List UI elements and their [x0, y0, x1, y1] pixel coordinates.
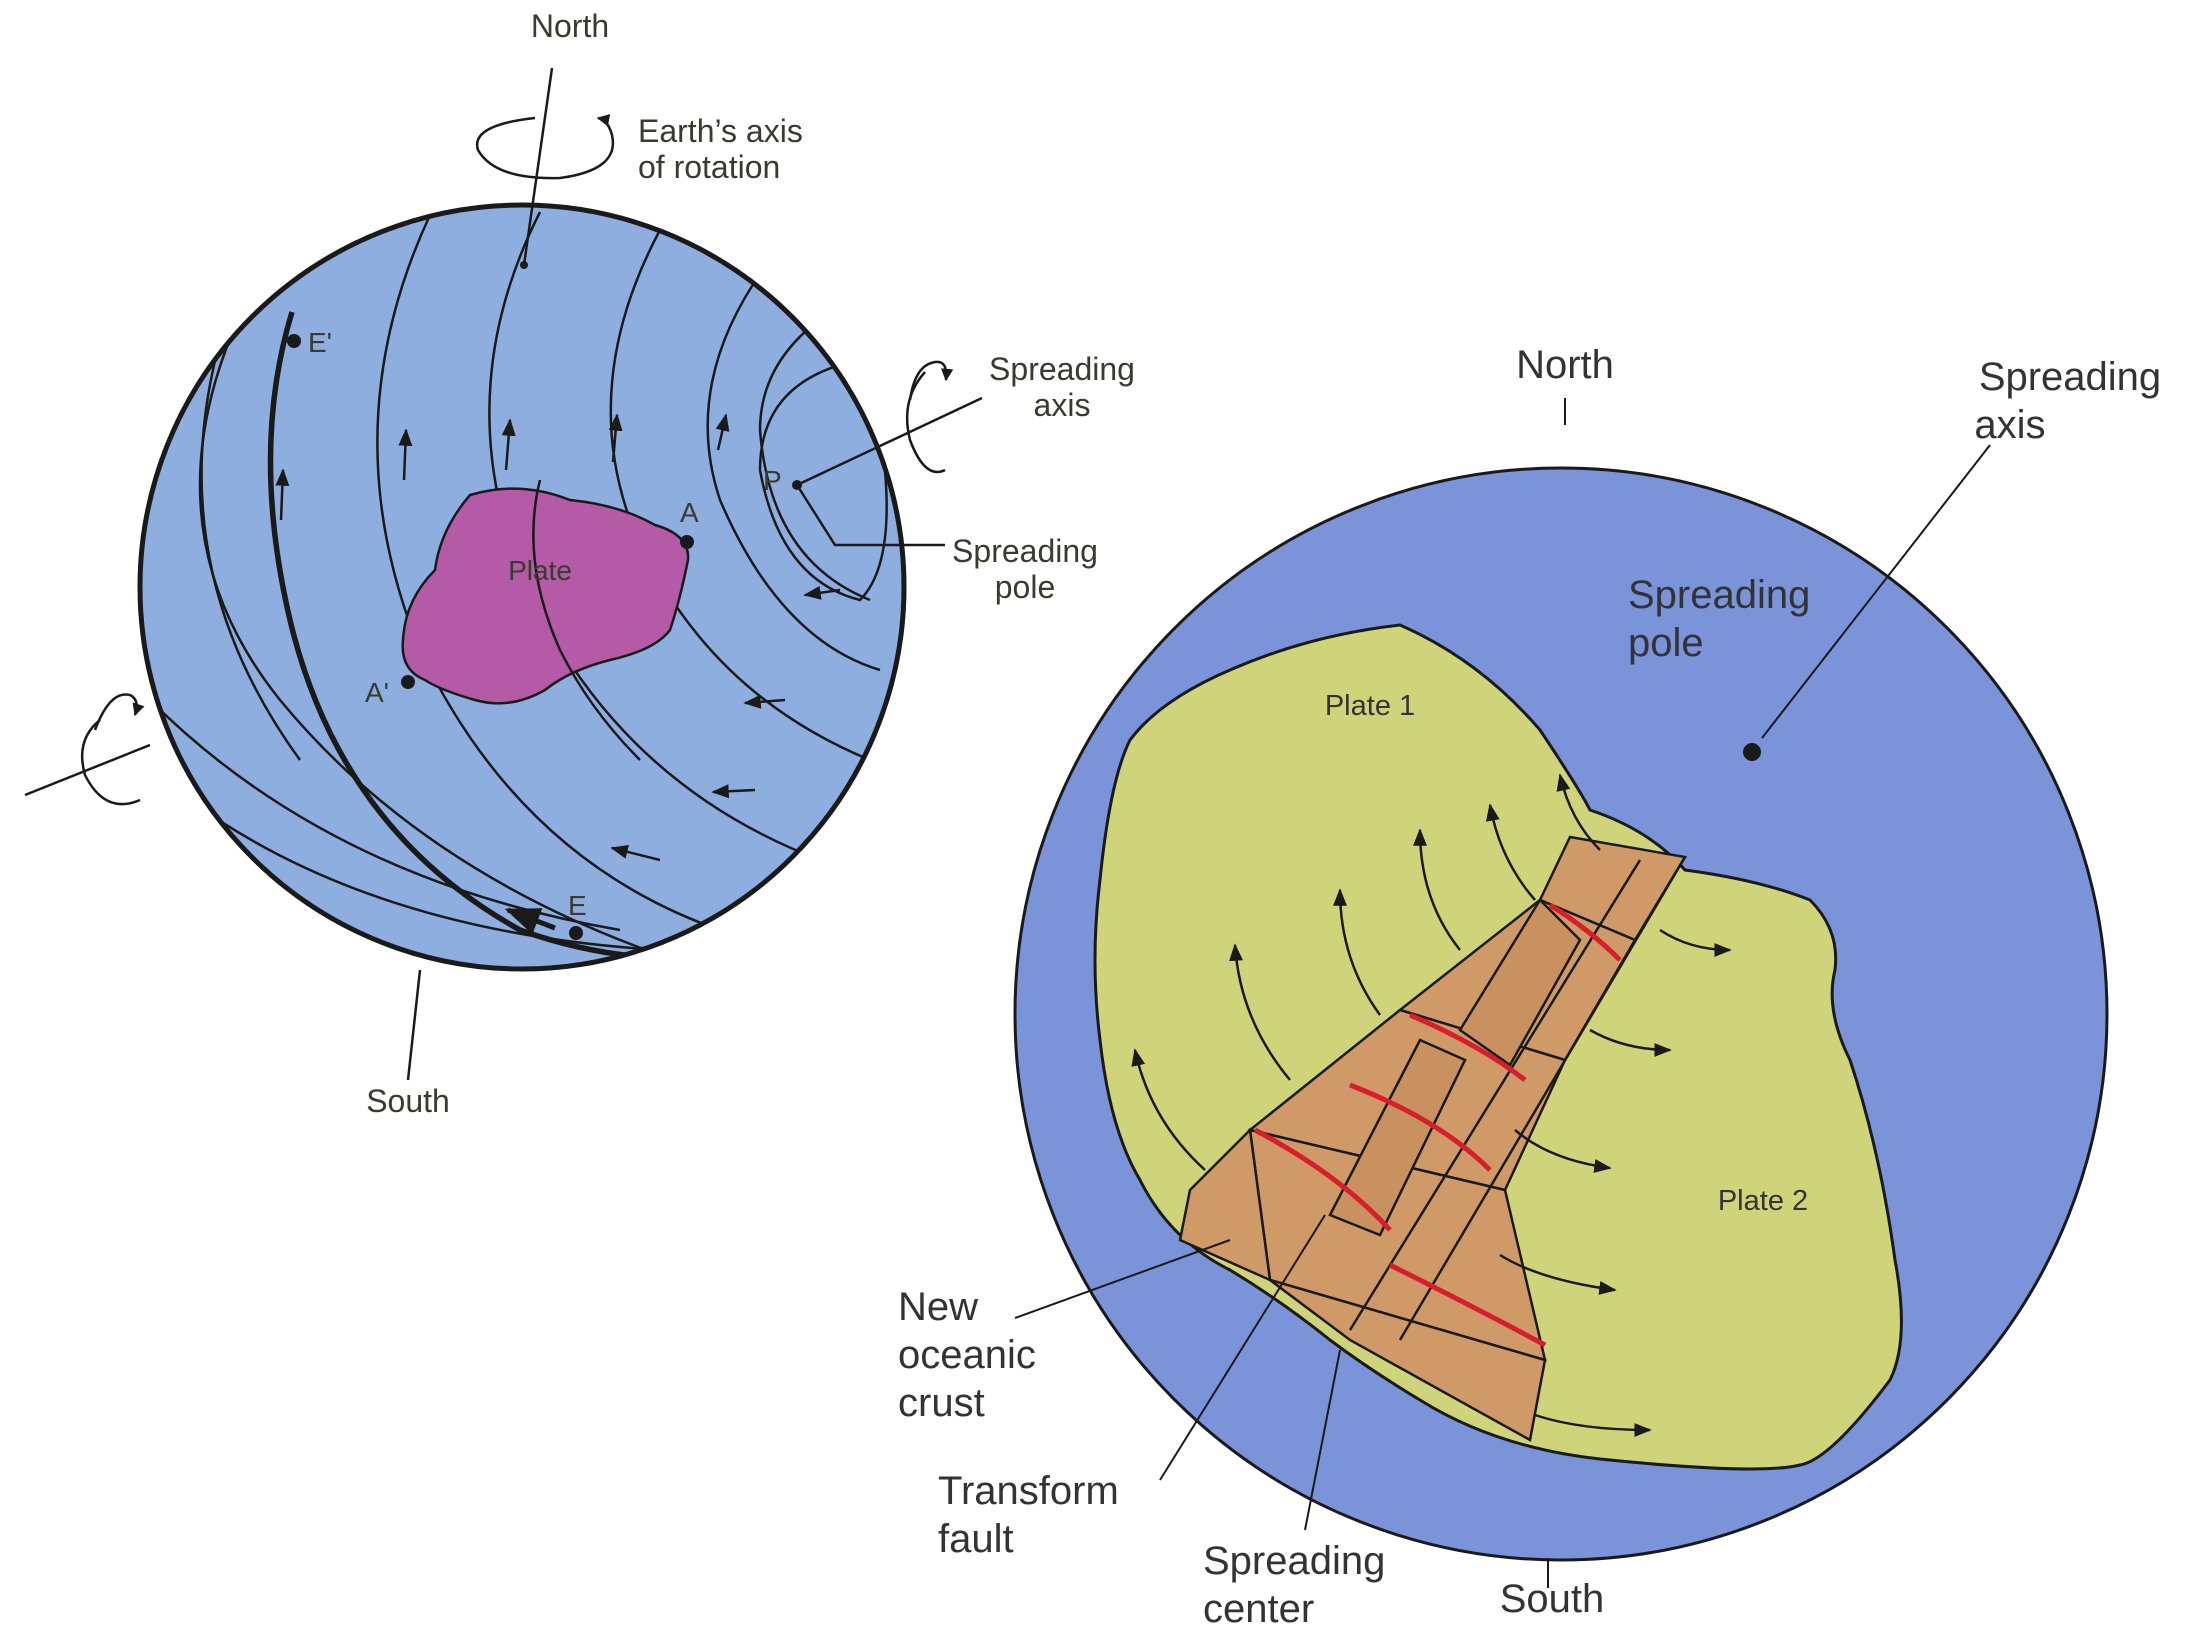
plate-1-arrow [1131, 1048, 1206, 1171]
crust-segment [1269, 1278, 1547, 1442]
transform-fault-label-1: Transform [938, 1469, 1119, 1513]
plate-shape [401, 487, 690, 705]
west-rotation-arrow-icon [80, 719, 141, 806]
plate-label: Plate [508, 555, 572, 586]
plate-flow-line [532, 479, 641, 761]
west-axis-line [24, 743, 151, 797]
plate-1-label: Plate 1 [1325, 690, 1415, 722]
right-spreading-pole-dot [1743, 743, 1761, 761]
flow-arrow [504, 907, 556, 935]
left-spreading-axis-label-1: Spreading [989, 351, 1135, 387]
earth-axis-line-south [406, 969, 422, 1081]
right-globe: North Spreading axis Spreading pole Plat… [898, 343, 2161, 1631]
ridge-segment [1409, 1012, 1527, 1082]
spreading-center-label-2: center [1203, 1587, 1314, 1631]
new-crust-leader [1014, 1239, 1231, 1319]
flow-arrow [275, 468, 290, 521]
flow-arrow [398, 428, 413, 481]
transform-faults [1348, 856, 1687, 1341]
plate-1-arrows [1131, 773, 1601, 1171]
flow-line [198, 239, 661, 957]
spreading-center-label-1: Spreading [1203, 1539, 1385, 1583]
flow-line [758, 298, 871, 602]
left-north-label: North [531, 8, 609, 44]
crust-segment [1328, 1038, 1467, 1237]
transform-fault-line [1348, 859, 1642, 1331]
left-spreading-pole-label-1: Spreading [952, 533, 1098, 569]
earth-axis-line [522, 67, 554, 266]
left-rotation-axis-label-1: Earth’s axis [638, 113, 803, 149]
flow-arrow [803, 585, 841, 600]
plate-1-arrow [1556, 773, 1601, 851]
spreading-axis-arrow-top [908, 360, 954, 401]
plate-1-arrow [1485, 803, 1536, 901]
west-rotation-arrow-top [93, 693, 145, 731]
point-e-dot [569, 926, 583, 940]
plate-1-arrow [1413, 828, 1461, 951]
spreading-axis-line [796, 396, 983, 487]
left-globe: North Earth’s axis of rotation Spreading… [24, 8, 1135, 1119]
ridge-segment [1548, 902, 1622, 962]
flow-arrow [610, 845, 661, 862]
left-flow-arrows [275, 413, 841, 935]
spreading-pole-leader [795, 484, 945, 547]
flow-line [706, 259, 881, 672]
plate-2-arrow [1534, 1413, 1652, 1437]
ridge-segment [1388, 1262, 1547, 1348]
right-north-label: North [1516, 343, 1614, 387]
left-south-label: South [366, 1083, 450, 1119]
new-crust-label-2: oceanic [898, 1333, 1036, 1377]
flow-arrow [608, 413, 623, 463]
point-e-label: E [568, 890, 587, 921]
plate-1-arrow [1229, 943, 1291, 1081]
point-a-prime-dot [401, 675, 415, 689]
new-crust-label-3: crust [898, 1381, 985, 1425]
spreading-ridges [1253, 902, 1622, 1348]
plate-1-arrow [1333, 888, 1382, 1016]
left-rotation-axis-label-2: of rotation [638, 149, 780, 185]
leader-lines [1014, 1214, 1341, 1531]
flow-arrow [715, 413, 730, 451]
plate-2-arrow [1514, 1129, 1612, 1173]
flow-arrow [743, 694, 786, 709]
transform-fault-leader [1159, 1214, 1326, 1481]
ridge-segment [1253, 1127, 1392, 1232]
right-spreading-pole-label-2: pole [1628, 621, 1704, 665]
plate-2-arrow [1499, 1253, 1617, 1295]
left-spreading-pole-label-2: pole [995, 569, 1056, 605]
point-e-prime-dot [287, 334, 301, 348]
point-e-prime-label: E' [308, 327, 332, 358]
new-crust-label-1: New [898, 1285, 978, 1329]
point-a-label: A [680, 497, 699, 528]
transform-fault-line [1398, 856, 1687, 1341]
right-spreading-axis-leader [1761, 444, 1991, 739]
spreading-axis-arrow-icon [905, 371, 946, 474]
rotation-arrow-icon [475, 114, 615, 180]
plate-2-arrow [1589, 1028, 1672, 1057]
transform-fault-label-2: fault [938, 1517, 1014, 1561]
plate-2-arrows [1499, 928, 1732, 1437]
great-circle-arc [267, 311, 661, 961]
ridge-segment [1349, 1082, 1492, 1172]
right-spreading-pole-label-1: Spreading [1628, 573, 1810, 617]
plate-2-arrow [1659, 928, 1732, 957]
flow-arrow [501, 418, 516, 471]
right-spreading-axis-label-2: axis [1974, 403, 2045, 447]
crust-segment [1458, 897, 1582, 1067]
right-south-label: South [1500, 1577, 1605, 1621]
point-a-prime-label: A' [365, 677, 389, 708]
flow-arrow [711, 784, 756, 799]
spreading-center-leader [1304, 1349, 1341, 1531]
right-spreading-axis-label-1: Spreading [1979, 355, 2161, 399]
spreading-pole-circle [758, 358, 888, 602]
plate-2-label: Plate 2 [1718, 1185, 1808, 1217]
point-a-dot [680, 535, 694, 549]
left-spreading-axis-label-2: axis [1034, 387, 1091, 423]
point-p-label: P [763, 465, 782, 496]
